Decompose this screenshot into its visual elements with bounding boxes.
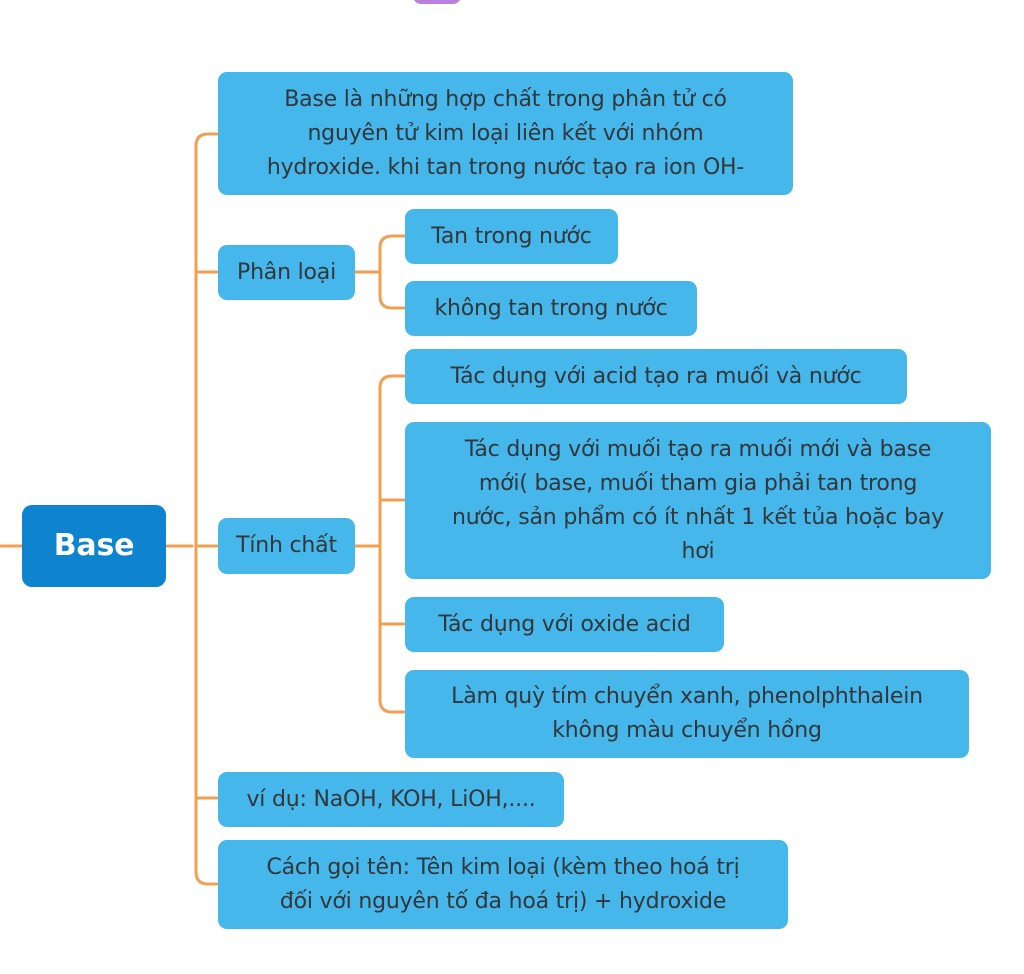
definition-line: hydroxide. khi tan trong nước tạo ra ion… — [266, 154, 745, 180]
property-line: nước, sản phẩm có ít nhất 1 kết tủa hoặc… — [452, 504, 944, 530]
definition-line: nguyên tử kim loại liên kết với nhóm — [307, 120, 704, 146]
properties-node[interactable]: Tính chất — [218, 518, 355, 574]
naming-node[interactable]: Cách gọi tên: Tên kim loại (kèm theo hoá… — [218, 840, 788, 929]
property-line: Làm quỳ tím chuyển xanh, phenolphthalein — [451, 684, 923, 709]
definition-line: Base là những hợp chất trong phân tử có — [284, 86, 727, 112]
property-line: không màu chuyển hồng — [552, 718, 822, 743]
root-label: Base — [53, 528, 135, 563]
property-oxide[interactable]: Tác dụng với oxide acid — [405, 597, 724, 652]
classification-child-soluble[interactable]: Tan trong nước — [405, 209, 618, 264]
naming-line: đối với nguyên tố đa hoá trị) + hydroxid… — [279, 888, 727, 914]
properties-label: Tính chất — [236, 533, 337, 558]
classification-node[interactable]: Phân loại — [218, 245, 355, 300]
phan-loai-trunk — [378, 234, 407, 310]
partial-node-top — [413, 0, 461, 4]
classification-child-label: Tan trong nước — [431, 223, 592, 249]
examples-node[interactable]: ví dụ: NaOH, KOH, LiOH,.... — [218, 772, 564, 827]
property-indicator[interactable]: Làm quỳ tím chuyển xanh, phenolphthalein… — [405, 670, 969, 758]
property-line: hơi — [681, 538, 715, 564]
naming-line: Cách gọi tên: Tên kim loại (kèm theo hoá… — [266, 854, 740, 880]
definition-node[interactable]: Base là những hợp chất trong phân tử có … — [218, 72, 793, 195]
examples-label: ví dụ: NaOH, KOH, LiOH,.... — [246, 786, 536, 812]
property-line: Tác dụng với acid tạo ra muối và nước — [450, 363, 862, 389]
classification-child-label: không tan trong nước — [434, 295, 668, 321]
property-acid[interactable]: Tác dụng với acid tạo ra muối và nước — [405, 349, 907, 404]
classification-child-insoluble[interactable]: không tan trong nước — [405, 281, 697, 336]
level1-trunk — [194, 132, 220, 886]
property-salt[interactable]: Tác dụng với muối tạo ra muối mới và bas… — [405, 422, 991, 579]
property-line: Tác dụng với oxide acid — [438, 611, 691, 637]
classification-label: Phân loại — [237, 259, 336, 285]
property-line: mới( base, muối tham gia phải tan trong — [478, 470, 918, 496]
root-node[interactable]: Base — [22, 505, 166, 587]
tinh-chat-trunk — [378, 374, 407, 714]
property-line: Tác dụng với muối tạo ra muối mới và bas… — [464, 436, 932, 462]
